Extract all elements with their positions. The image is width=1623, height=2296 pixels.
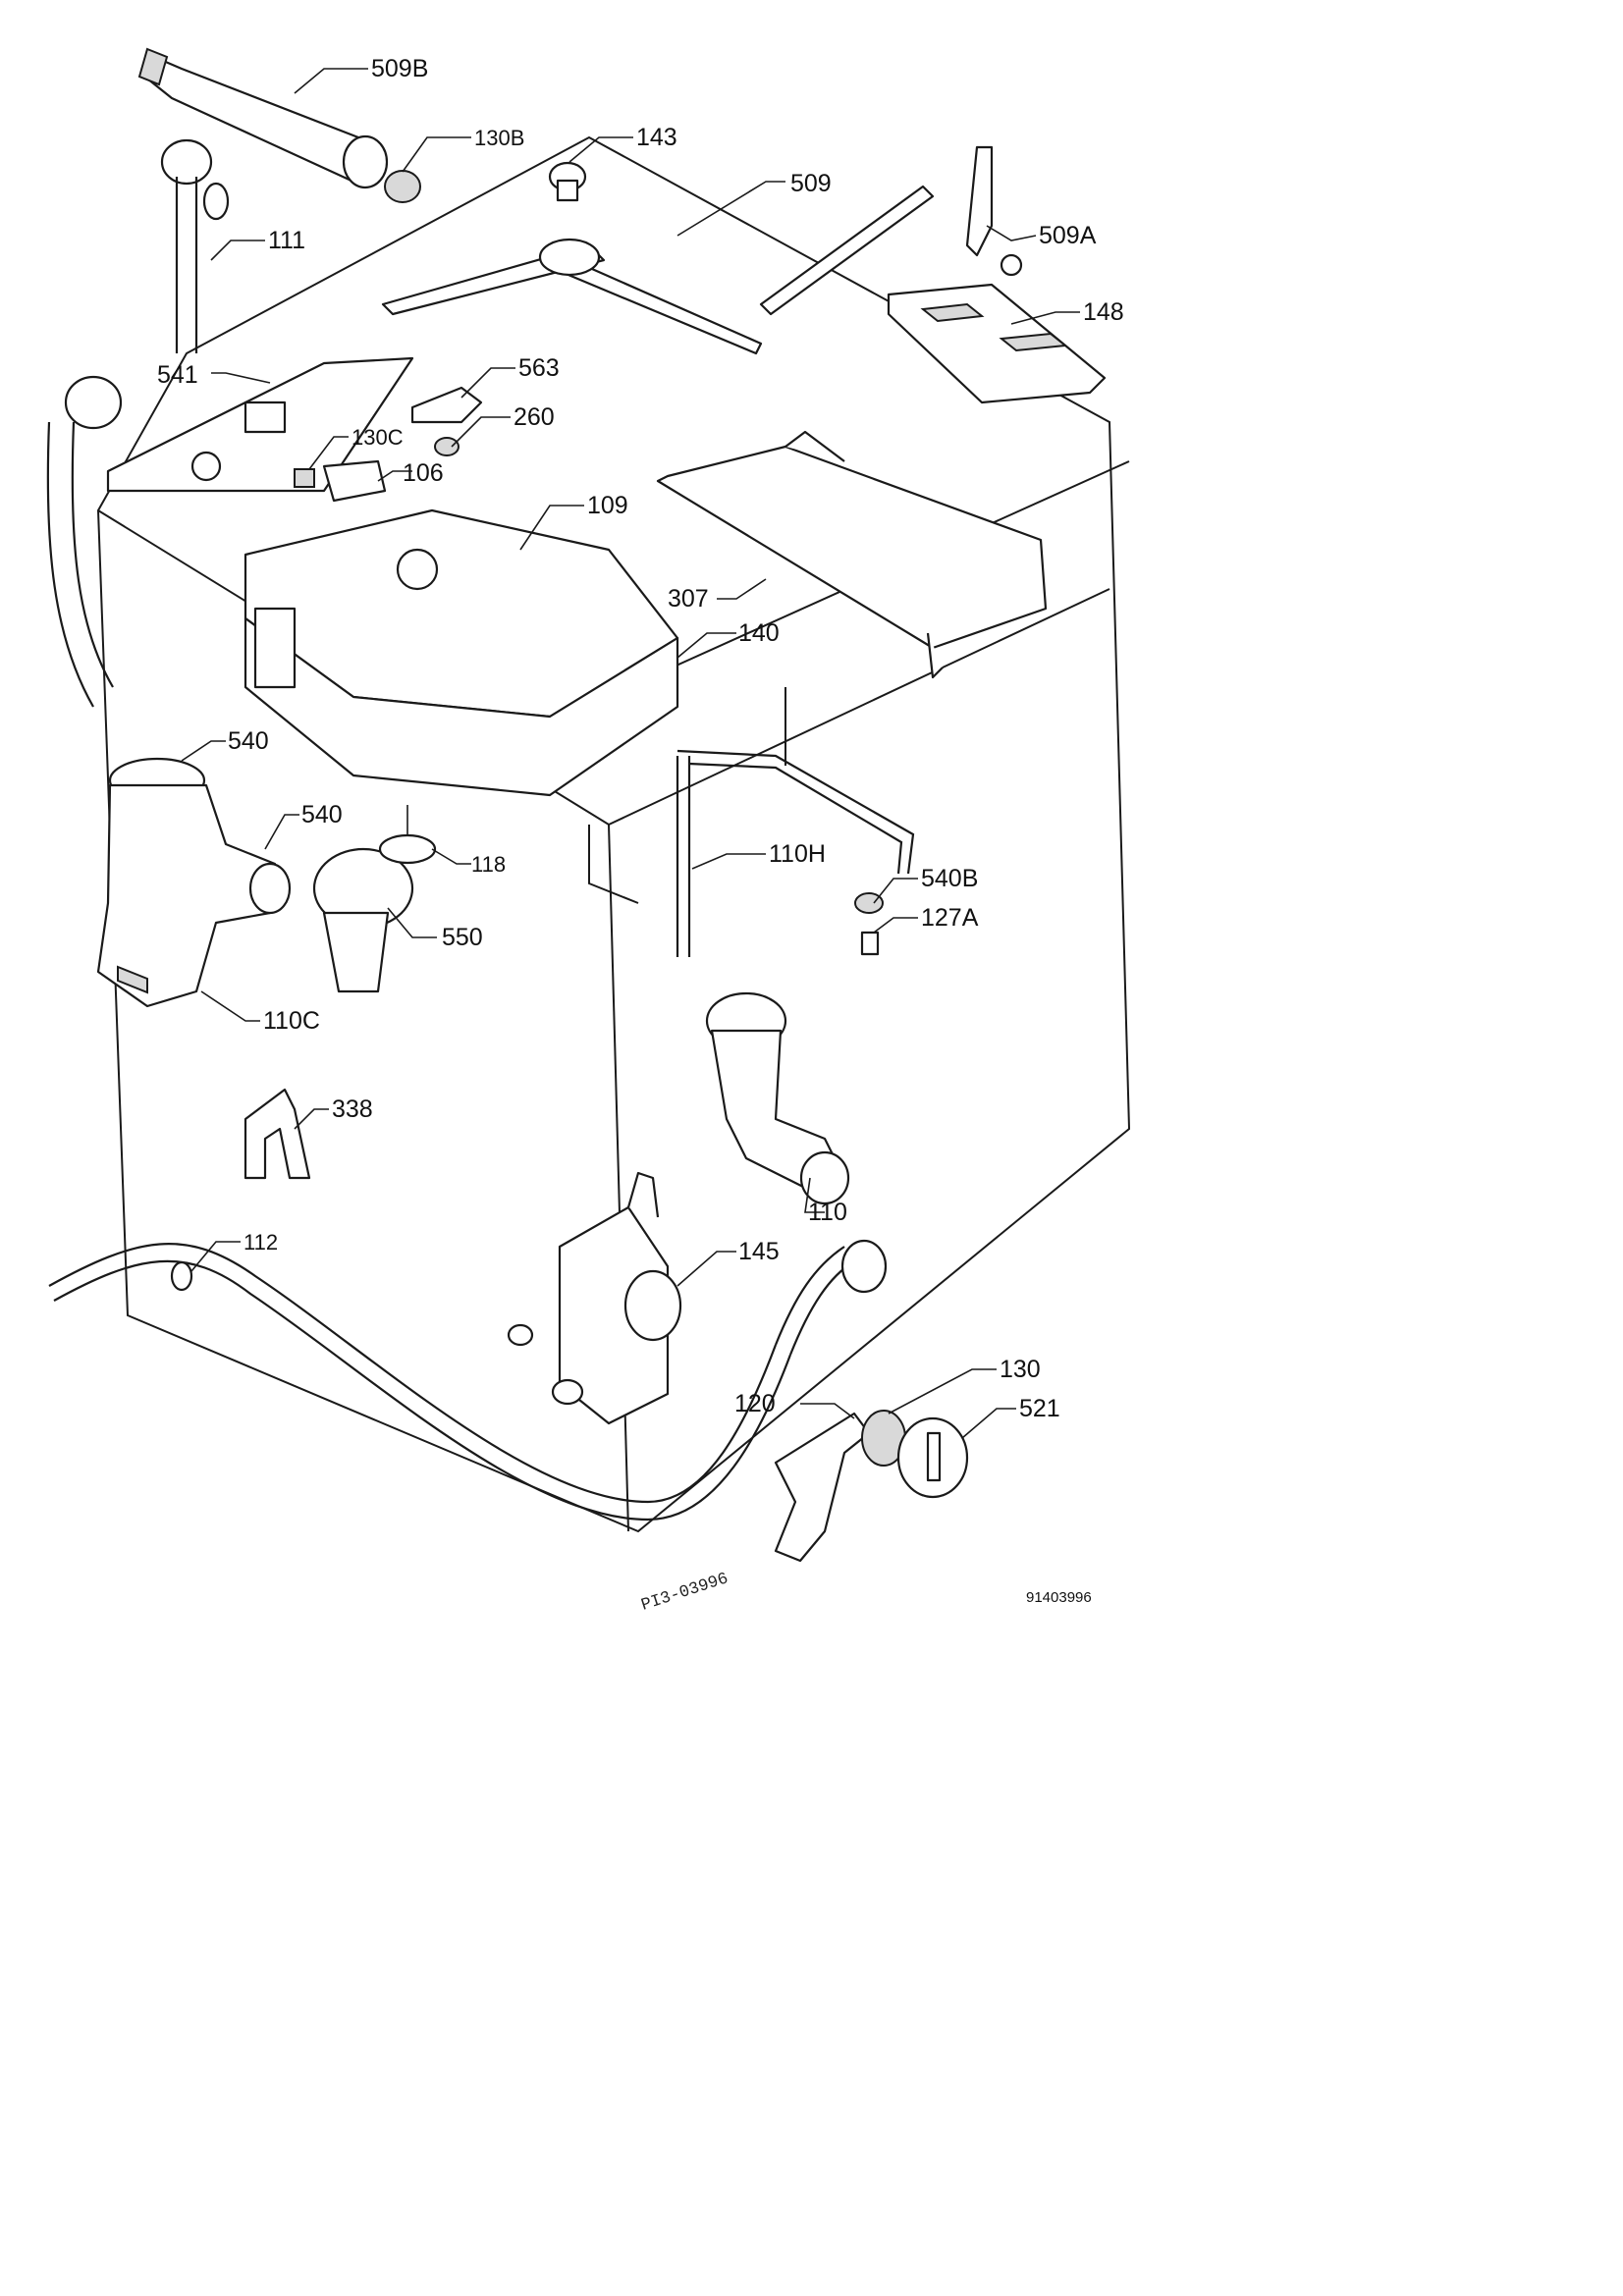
label-130: 130 bbox=[1000, 1356, 1041, 1383]
part-111-hose bbox=[160, 138, 230, 353]
part-509b-inlet-pipe bbox=[137, 47, 389, 189]
label-130b: 130B bbox=[474, 126, 524, 150]
label-260: 260 bbox=[514, 403, 555, 431]
label-541: 541 bbox=[157, 361, 198, 389]
label-112: 112 bbox=[243, 1230, 278, 1255]
part-148-drawer bbox=[887, 283, 1107, 404]
part-127a-plug bbox=[860, 931, 880, 956]
part-labels: 509B 130B 143 509 509A 111 148 541 563 2… bbox=[157, 55, 1124, 1422]
leader-lines bbox=[181, 68, 1080, 1439]
part-145-pump-housing bbox=[507, 1171, 682, 1425]
part-106-valve bbox=[322, 459, 387, 503]
label-540b: 540B bbox=[921, 865, 978, 892]
part-110-elbow-hose bbox=[705, 991, 850, 1205]
part-140-dispenser-housing bbox=[243, 607, 679, 797]
part-541-fill-hose bbox=[46, 375, 123, 708]
part-143-connector bbox=[548, 161, 587, 202]
part-307-detergent-drawer bbox=[656, 430, 1048, 679]
part-509a-lever bbox=[965, 145, 1023, 277]
label-140: 140 bbox=[738, 619, 780, 647]
part-118-impeller bbox=[378, 805, 437, 865]
part-120-filter bbox=[774, 1412, 871, 1563]
drawing-stamp: PI3-03996 bbox=[639, 1570, 730, 1615]
label-110: 110 bbox=[808, 1199, 847, 1226]
part-110h-pipe bbox=[676, 749, 915, 957]
label-118: 118 bbox=[471, 852, 506, 877]
label-148: 148 bbox=[1083, 298, 1124, 326]
label-145: 145 bbox=[738, 1238, 780, 1265]
label-540-mid: 540 bbox=[301, 801, 343, 828]
label-307: 307 bbox=[668, 585, 709, 613]
label-106: 106 bbox=[403, 459, 444, 487]
label-509a: 509A bbox=[1039, 222, 1097, 249]
part-521-filter-cap bbox=[896, 1416, 969, 1499]
label-109: 109 bbox=[587, 492, 628, 519]
label-563: 563 bbox=[518, 354, 560, 382]
part-563-cover bbox=[410, 386, 483, 424]
label-110h: 110H bbox=[769, 840, 826, 868]
part-338-clip bbox=[243, 1088, 311, 1180]
label-338: 338 bbox=[332, 1095, 373, 1123]
label-110c: 110C bbox=[263, 1007, 320, 1035]
part-130b-nut bbox=[384, 170, 421, 203]
label-120: 120 bbox=[734, 1390, 776, 1417]
label-540-top: 540 bbox=[228, 727, 269, 755]
reference-code: 91403996 bbox=[1026, 1589, 1092, 1606]
part-509-distributor-arm bbox=[381, 185, 935, 355]
part-112-drain-hose bbox=[48, 1239, 888, 1522]
label-550: 550 bbox=[442, 924, 483, 951]
label-130c: 130C bbox=[352, 425, 404, 450]
label-521: 521 bbox=[1019, 1395, 1060, 1422]
label-143: 143 bbox=[636, 124, 677, 151]
label-509: 509 bbox=[790, 170, 832, 197]
label-509b: 509B bbox=[371, 55, 428, 82]
part-541-bracket bbox=[106, 356, 414, 493]
part-130c-clip bbox=[294, 468, 315, 488]
part-260-ring bbox=[434, 437, 460, 456]
part-540b-clamp bbox=[854, 892, 884, 914]
label-127a: 127A bbox=[921, 904, 979, 932]
label-111: 111 bbox=[268, 227, 305, 254]
part-540-110c-sump-hose bbox=[96, 757, 292, 1008]
